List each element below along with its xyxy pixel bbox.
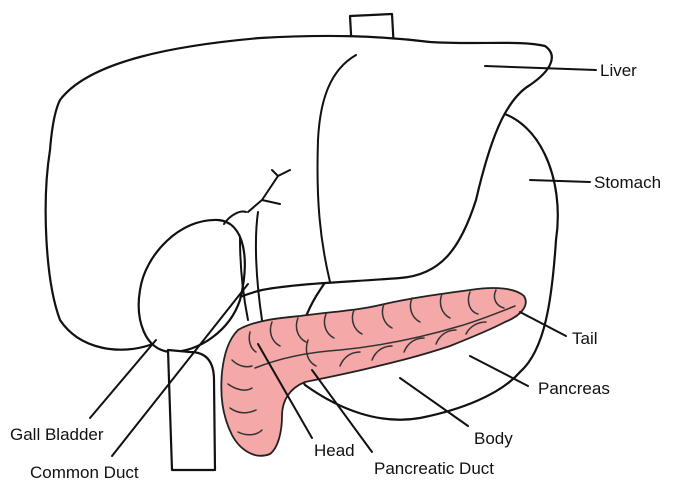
label-stomach: Stomach xyxy=(594,173,661,192)
label-pancreas: Pancreas xyxy=(538,379,610,398)
duodenum-shape xyxy=(168,350,215,470)
label-pancreatic-duct: Pancreatic Duct xyxy=(374,459,494,478)
label-body: Body xyxy=(474,429,513,448)
label-gall-bladder: Gall Bladder xyxy=(10,425,104,444)
label-common-duct: Common Duct xyxy=(30,463,139,482)
label-head: Head xyxy=(314,441,355,460)
gall-bladder-leader xyxy=(90,340,156,418)
label-liver: Liver xyxy=(600,61,637,80)
label-tail: Tail xyxy=(572,329,598,348)
